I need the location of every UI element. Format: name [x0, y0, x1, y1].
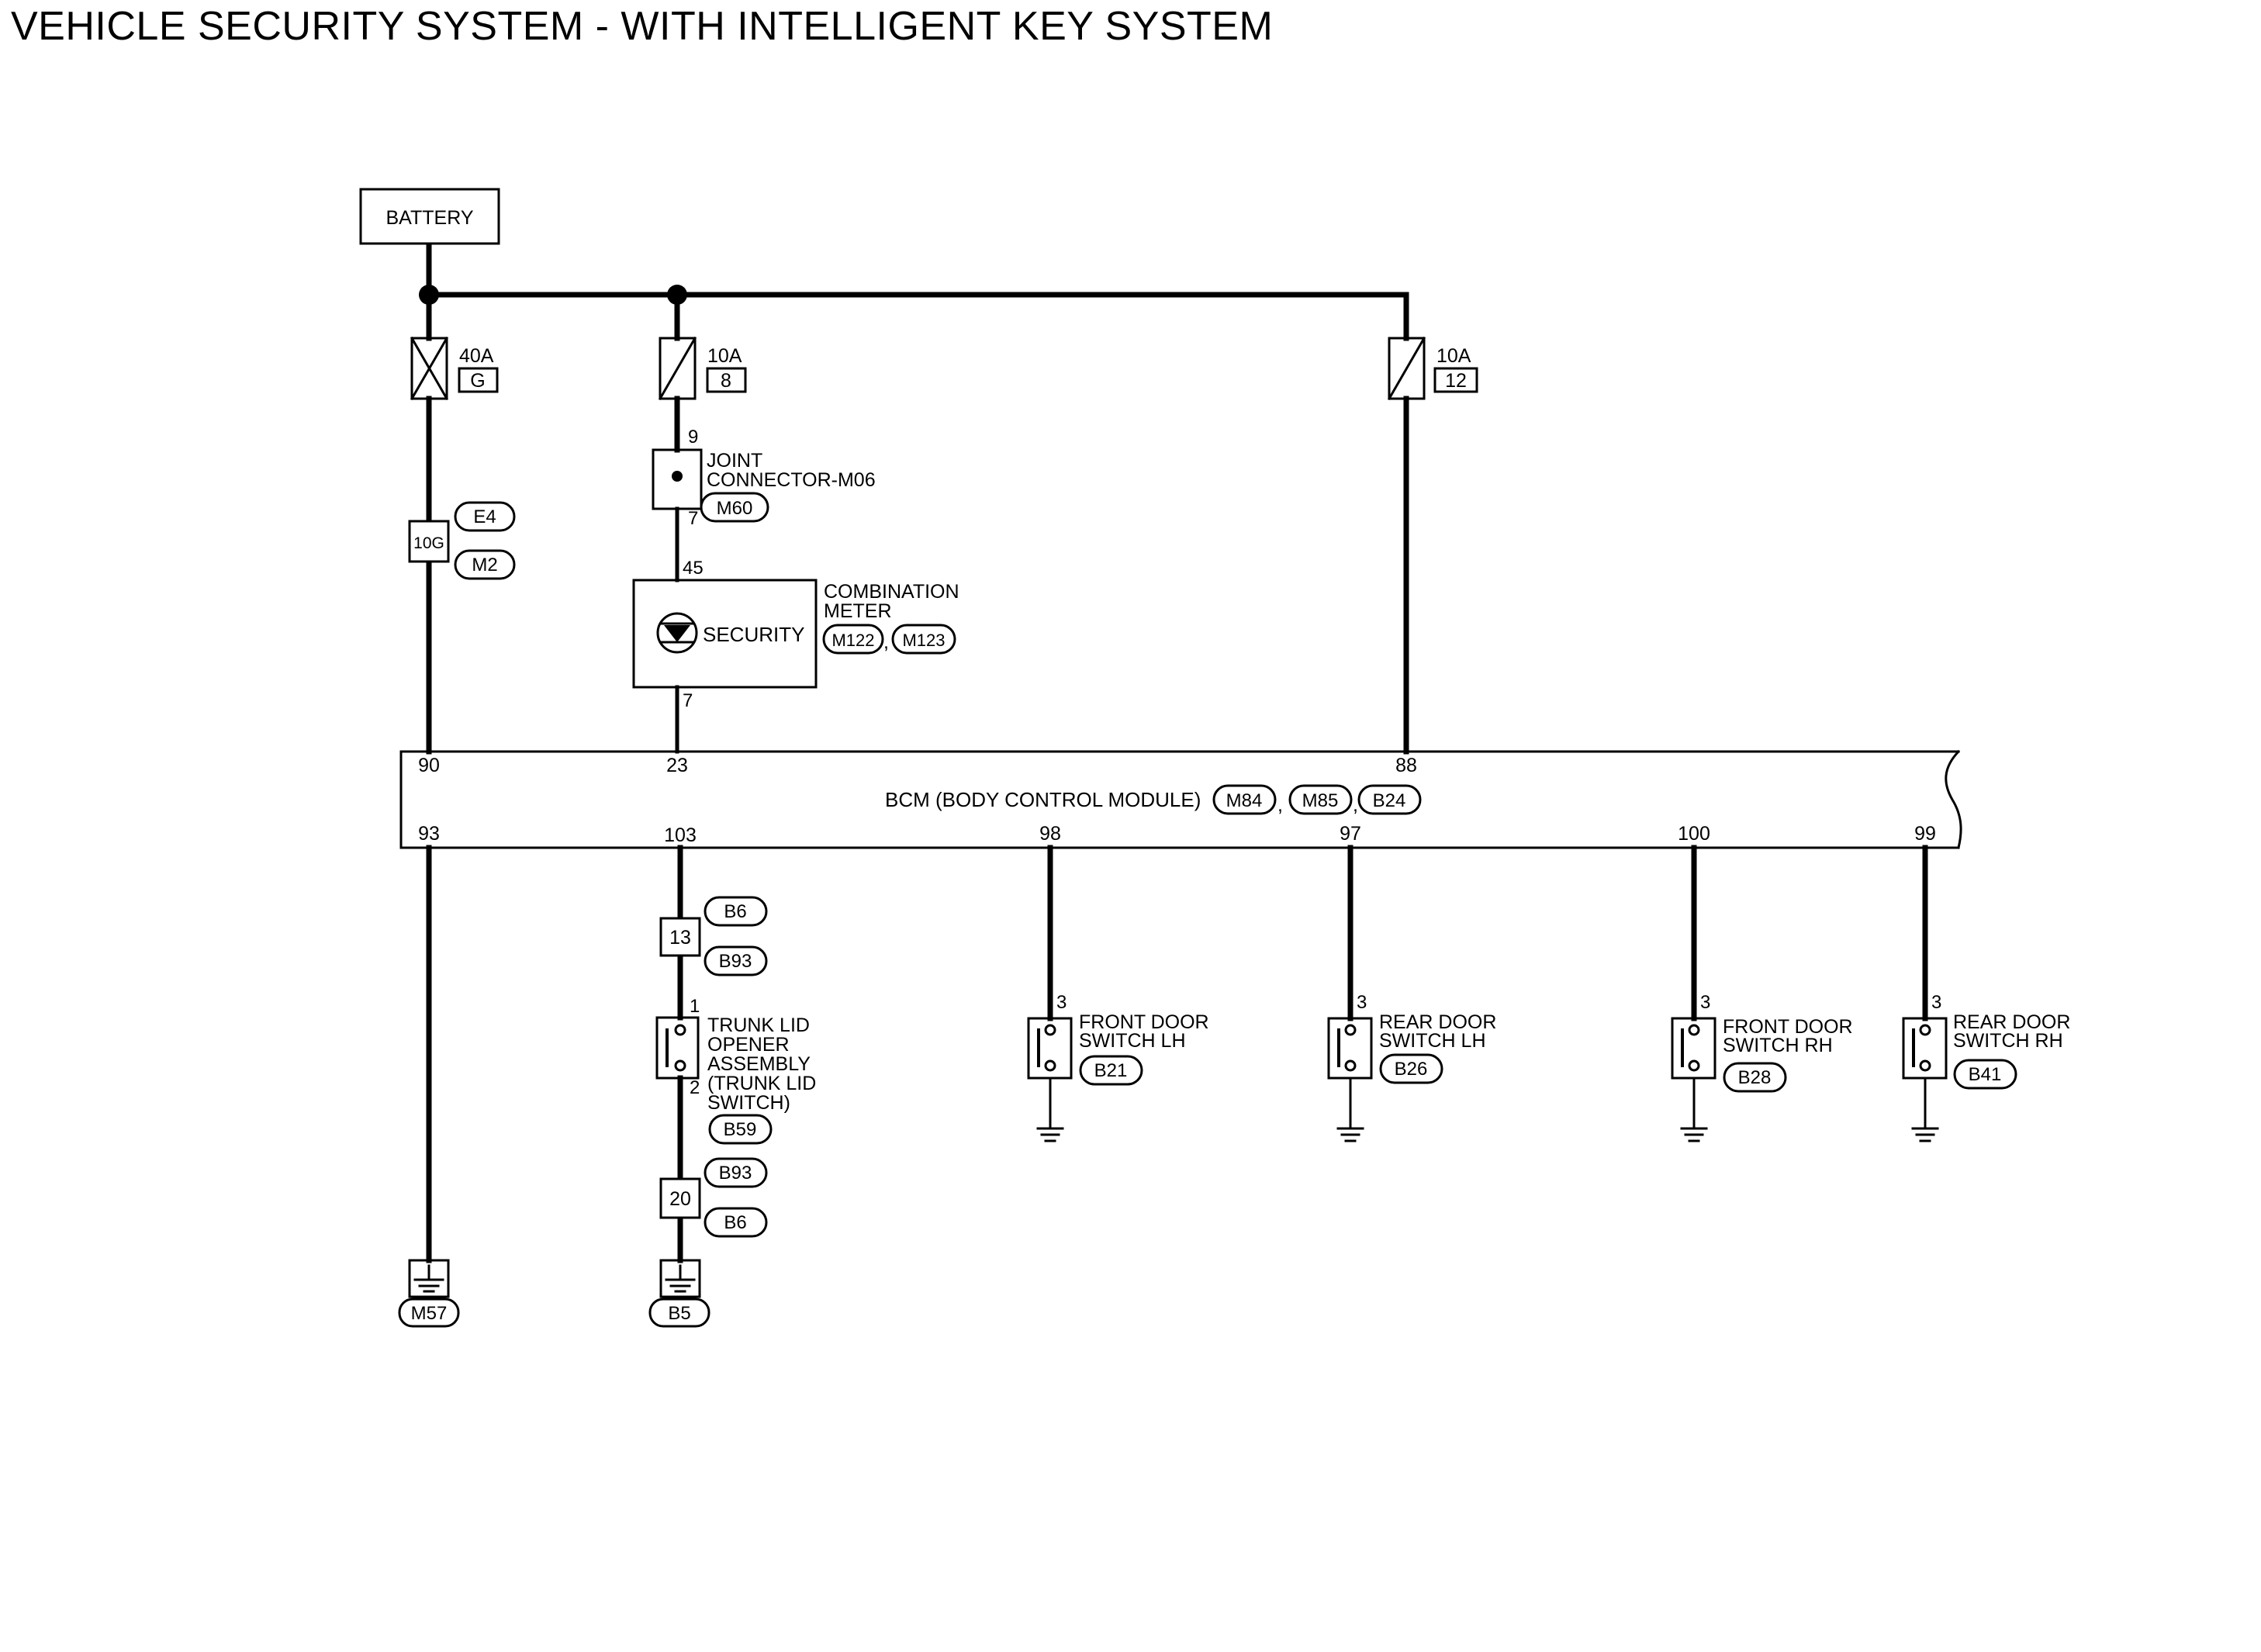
bcm-label: BCM (BODY CONTROL MODULE) — [885, 788, 1201, 811]
door-switch-name: SWITCH LH — [1379, 1030, 1486, 1052]
fuse-40a — [410, 336, 499, 401]
connector-code: B24 — [1373, 790, 1406, 811]
security-led-icon — [664, 625, 690, 642]
harness-connector-pin: 13 — [669, 927, 691, 949]
joint-connector-name: JOINT — [707, 450, 762, 472]
fuse-id: 8 — [721, 370, 731, 392]
connector-code: B6 — [724, 901, 746, 922]
door-switch-name: SWITCH RH — [1953, 1030, 2063, 1052]
connector-code: B6 — [724, 1212, 746, 1233]
battery-box — [359, 188, 500, 245]
junction-dot-fuse-8 — [667, 285, 687, 305]
pin-number: 7 — [683, 690, 693, 711]
pin-number: 3 — [1056, 992, 1067, 1013]
ground-m57-symbol — [398, 1259, 460, 1328]
security-indicator-label: SECURITY — [703, 623, 804, 646]
connector-code: B21 — [1094, 1060, 1128, 1081]
bcm-pin-top: 23 — [666, 755, 688, 776]
joint-connector-box — [652, 448, 769, 523]
joint-connector-name: CONNECTOR-M06 — [707, 469, 876, 491]
connector-code: B28 — [1738, 1067, 1772, 1088]
connector-code: B59 — [724, 1119, 757, 1140]
connector-code: B93 — [719, 1163, 752, 1184]
pin-number: 7 — [688, 508, 698, 529]
bcm-pin-bottom: 100 — [1678, 823, 1710, 845]
battery-label: BATTERY — [386, 207, 474, 229]
connector-separator: , — [1277, 794, 1283, 816]
bcm-pin-top: 90 — [418, 755, 440, 776]
connector-code: B93 — [719, 951, 752, 972]
fuse-id: G — [470, 370, 485, 392]
connector-code: M122 — [831, 631, 874, 650]
ground-stubs — [1049, 1077, 1927, 1130]
bcm-pin-top: 88 — [1395, 755, 1417, 776]
bcm-pin-bottom: 98 — [1039, 823, 1061, 845]
output-wires — [426, 845, 1928, 1263]
connector-code: M60 — [717, 498, 753, 519]
ground-connector-code: B5 — [668, 1303, 690, 1324]
bcm-pin-bottom: 93 — [418, 823, 440, 845]
trunk-switch-name: ASSEMBLY — [707, 1053, 811, 1075]
pin-number: 3 — [1700, 992, 1710, 1013]
bcm-pin-bottom: 97 — [1340, 823, 1361, 845]
pin-number: 3 — [1931, 992, 1941, 1013]
door-switch-name: REAR DOOR — [1379, 1011, 1496, 1033]
bcm-box — [399, 749, 1962, 849]
door-switch-symbol-rear-rh — [1902, 1017, 2017, 1142]
bcm-pin-bottom: 99 — [1914, 823, 1936, 845]
pin-number: 45 — [683, 558, 704, 579]
door-switch-symbol-front-rh — [1671, 1017, 1787, 1142]
pin-number: 2 — [690, 1077, 700, 1098]
connector-code: E4 — [473, 506, 496, 527]
fuse-rating: 10A — [707, 345, 742, 367]
door-switch-symbol-front-lh — [1027, 1017, 1143, 1142]
combination-meter-name: COMBINATION — [824, 581, 959, 603]
joint-connector-dot — [672, 471, 683, 482]
connector-code: B41 — [1969, 1064, 2002, 1085]
junction-dot-battery — [419, 285, 439, 305]
harness-connector-pin: 20 — [669, 1188, 691, 1210]
trunk-switch-name: OPENER — [707, 1034, 790, 1056]
fuse-rating: 10A — [1436, 345, 1471, 367]
connector-code: M123 — [902, 631, 945, 650]
harness-connector-10g — [408, 501, 516, 580]
connector-code: M85 — [1302, 790, 1339, 811]
harness-connector-pin: 10G — [413, 534, 444, 552]
pin-number: 1 — [690, 996, 700, 1017]
combination-meter-name: METER — [824, 600, 892, 622]
trunk-switch-name: TRUNK LID — [707, 1014, 810, 1036]
fuse-10a-8 — [658, 336, 747, 401]
fuse-rating: 40A — [459, 345, 494, 367]
ground-connector-code: M57 — [411, 1303, 448, 1324]
power-wires — [426, 242, 1409, 755]
pin-number: 3 — [1357, 992, 1367, 1013]
connector-separator: , — [1353, 794, 1358, 816]
door-switch-name: FRONT DOOR — [1079, 1011, 1209, 1033]
door-switch-name: SWITCH RH — [1723, 1035, 1833, 1056]
door-switch-name: SWITCH LH — [1079, 1030, 1186, 1052]
combination-meter-box — [632, 579, 956, 689]
page-title: VEHICLE SECURITY SYSTEM - WITH INTELLIGE… — [11, 4, 1274, 49]
trunk-lid-switch-symbol — [655, 1016, 773, 1145]
door-switch-symbol-rear-lh — [1327, 1017, 1443, 1142]
trunk-switch-name: (TRUNK LID — [707, 1073, 816, 1094]
door-switch-name: FRONT DOOR — [1723, 1016, 1853, 1038]
fuse-id: 12 — [1445, 370, 1467, 392]
connector-code: M2 — [472, 555, 497, 575]
connector-code: B26 — [1395, 1059, 1428, 1080]
trunk-harness-connectors — [659, 896, 768, 1238]
door-switch-name: REAR DOOR — [1953, 1011, 2070, 1033]
ground-b5-symbol — [648, 1259, 710, 1328]
pin-number: 9 — [688, 427, 698, 448]
bcm-pin-bottom: 103 — [664, 824, 697, 846]
connector-separator: , — [883, 631, 889, 653]
trunk-switch-name: SWITCH) — [707, 1092, 790, 1114]
connector-code: M84 — [1226, 790, 1263, 811]
fuse-10a-12 — [1387, 336, 1478, 401]
